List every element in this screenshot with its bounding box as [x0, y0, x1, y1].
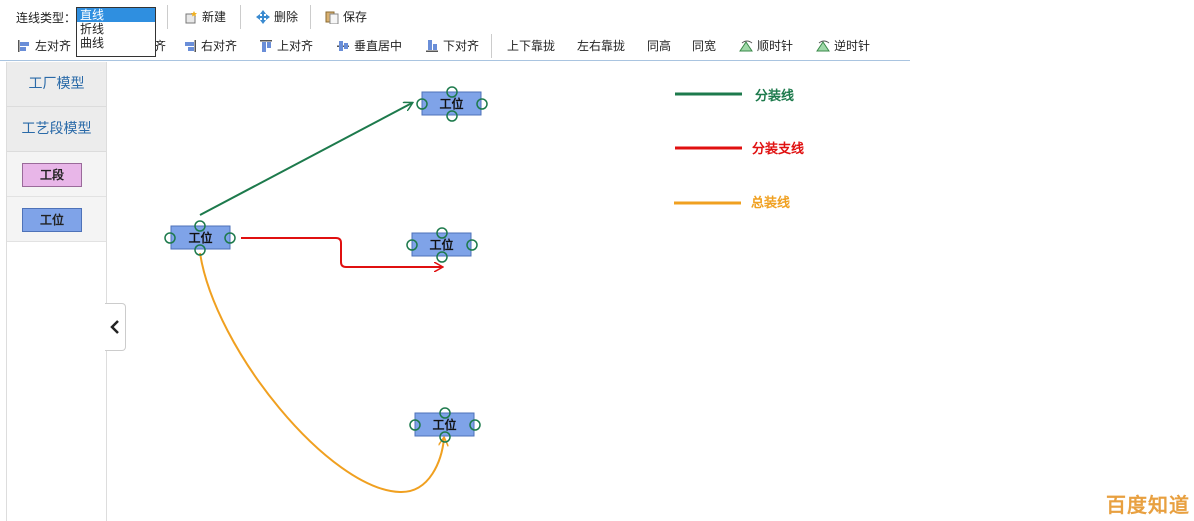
align-top-icon — [259, 39, 273, 53]
palette-process-segment[interactable]: 工段 — [7, 152, 106, 197]
option-curve[interactable]: 曲线 — [80, 36, 105, 50]
legend-label-main-line: 总装线 — [751, 195, 790, 211]
align-left-button[interactable]: 左对齐 — [17, 37, 71, 55]
new-icon — [184, 10, 198, 24]
station-node[interactable]: 工位 — [416, 86, 488, 122]
align-bottom-icon — [425, 39, 439, 53]
align-hcenter-button[interactable]: 齐 — [154, 37, 166, 55]
connection-anchor[interactable] — [446, 86, 458, 98]
diagram-canvas[interactable]: 工位 工位 工位 工位 — [106, 62, 910, 521]
edge-main-line[interactable] — [199, 252, 444, 494]
align-right-label: 右对齐 — [201, 39, 238, 53]
connection-anchor[interactable] — [224, 232, 236, 244]
align-bottom-label: 下对齐 — [443, 39, 480, 53]
move-cross-icon — [256, 10, 270, 24]
legend-label-branch-line: 分装线 — [755, 88, 794, 104]
save-button-label: 保存 — [343, 10, 368, 24]
connection-anchor[interactable] — [469, 419, 481, 431]
same-width-button[interactable]: 同宽 — [692, 37, 716, 55]
align-vcenter-label: 垂直居中 — [354, 39, 403, 53]
option-straight[interactable]: 直线 — [77, 8, 155, 22]
horizontal-snap-button[interactable]: 左右靠拢 — [577, 37, 625, 55]
same-height-button[interactable]: 同高 — [647, 37, 671, 55]
rotate-counterclockwise-icon — [816, 39, 830, 53]
align-top-label: 上对齐 — [277, 39, 314, 53]
connection-anchor[interactable] — [406, 239, 418, 251]
watermark: 百度知道 — [1106, 493, 1190, 517]
save-button[interactable]: 保存 — [325, 8, 367, 26]
palette-process-node[interactable]: 工段 — [22, 163, 82, 187]
connection-anchor[interactable] — [164, 232, 176, 244]
connection-anchor[interactable] — [466, 239, 478, 251]
align-top-button[interactable]: 上对齐 — [259, 37, 313, 55]
align-vcenter-button[interactable]: 垂直居中 — [336, 37, 402, 55]
diagram-svg: 工位 工位 工位 工位 — [164, 86, 804, 494]
vertical-snap-label: 上下靠拢 — [507, 39, 556, 53]
same-height-label: 同高 — [647, 39, 672, 53]
connection-anchor[interactable] — [194, 244, 206, 256]
rotate-clockwise-button[interactable]: 顺时针 — [739, 37, 793, 55]
divider — [240, 5, 241, 29]
sidebar: 工厂模型 工艺段模型 工段 工位 — [6, 62, 107, 521]
station-node-label: 工位 — [188, 230, 212, 245]
station-node[interactable]: 工位 — [409, 407, 481, 443]
align-left-icon — [17, 39, 31, 53]
connection-anchor[interactable] — [439, 431, 451, 443]
legend: 分装线 分装支线 总装线 — [674, 88, 804, 211]
align-left-label: 左对齐 — [35, 39, 72, 53]
rotate-clockwise-label: 顺时针 — [757, 39, 794, 53]
align-vcenter-icon — [336, 39, 350, 53]
new-button[interactable]: 新建 — [184, 8, 226, 26]
station-node[interactable]: 工位 — [164, 220, 236, 256]
connection-anchor[interactable] — [409, 419, 421, 431]
align-right-button[interactable]: 右对齐 — [183, 37, 237, 55]
delete-button-label: 删除 — [274, 10, 299, 24]
station-node[interactable]: 工位 — [406, 227, 478, 263]
connection-anchor[interactable] — [416, 98, 428, 110]
main-toolbar: 连线类型： 直线 折线 曲线 新建 删除 保存 — [0, 0, 910, 57]
vertical-snap-button[interactable]: 上下靠拢 — [507, 37, 555, 55]
divider — [310, 5, 311, 29]
rotate-counterclockwise-label: 逆时针 — [834, 39, 871, 53]
horizontal-snap-label: 左右靠拢 — [577, 39, 626, 53]
palette-station[interactable]: 工位 — [7, 197, 106, 242]
save-icon — [325, 10, 339, 25]
divider — [491, 34, 492, 58]
sidebar-item-process-segment-model[interactable]: 工艺段模型 — [7, 107, 106, 152]
connection-type-label: 连线类型： — [16, 11, 77, 25]
connection-type-dropdown[interactable]: 直线 折线 曲线 — [76, 7, 156, 57]
rotate-counterclockwise-button[interactable]: 逆时针 — [816, 37, 870, 55]
connection-anchor[interactable] — [476, 98, 488, 110]
align-bottom-button[interactable]: 下对齐 — [425, 37, 479, 55]
edge-branch-line[interactable] — [199, 103, 412, 216]
legend-label-branch-subline: 分装支线 — [752, 141, 804, 157]
connection-anchor[interactable] — [436, 227, 448, 239]
new-button-label: 新建 — [202, 10, 227, 24]
connection-anchor[interactable] — [194, 220, 206, 232]
chevron-left-icon — [110, 320, 119, 334]
align-right-icon — [183, 39, 197, 53]
align-hcenter-partial-label: 齐 — [154, 39, 167, 53]
station-node-label: 工位 — [432, 417, 456, 432]
station-node-label: 工位 — [439, 96, 463, 111]
edge-branch-subline[interactable] — [241, 237, 442, 267]
option-polyline[interactable]: 折线 — [80, 22, 105, 36]
connection-anchor[interactable] — [439, 407, 451, 419]
collapse-sidebar-button[interactable] — [105, 303, 126, 351]
sidebar-item-factory-model[interactable]: 工厂模型 — [7, 62, 106, 107]
delete-button[interactable]: 删除 — [256, 8, 298, 26]
divider — [167, 5, 168, 29]
connection-anchor[interactable] — [436, 251, 448, 263]
connection-anchor[interactable] — [446, 110, 458, 122]
station-node-label: 工位 — [429, 237, 453, 252]
palette-station-node[interactable]: 工位 — [22, 208, 82, 232]
rotate-clockwise-icon — [739, 39, 753, 53]
same-width-label: 同宽 — [692, 39, 717, 53]
